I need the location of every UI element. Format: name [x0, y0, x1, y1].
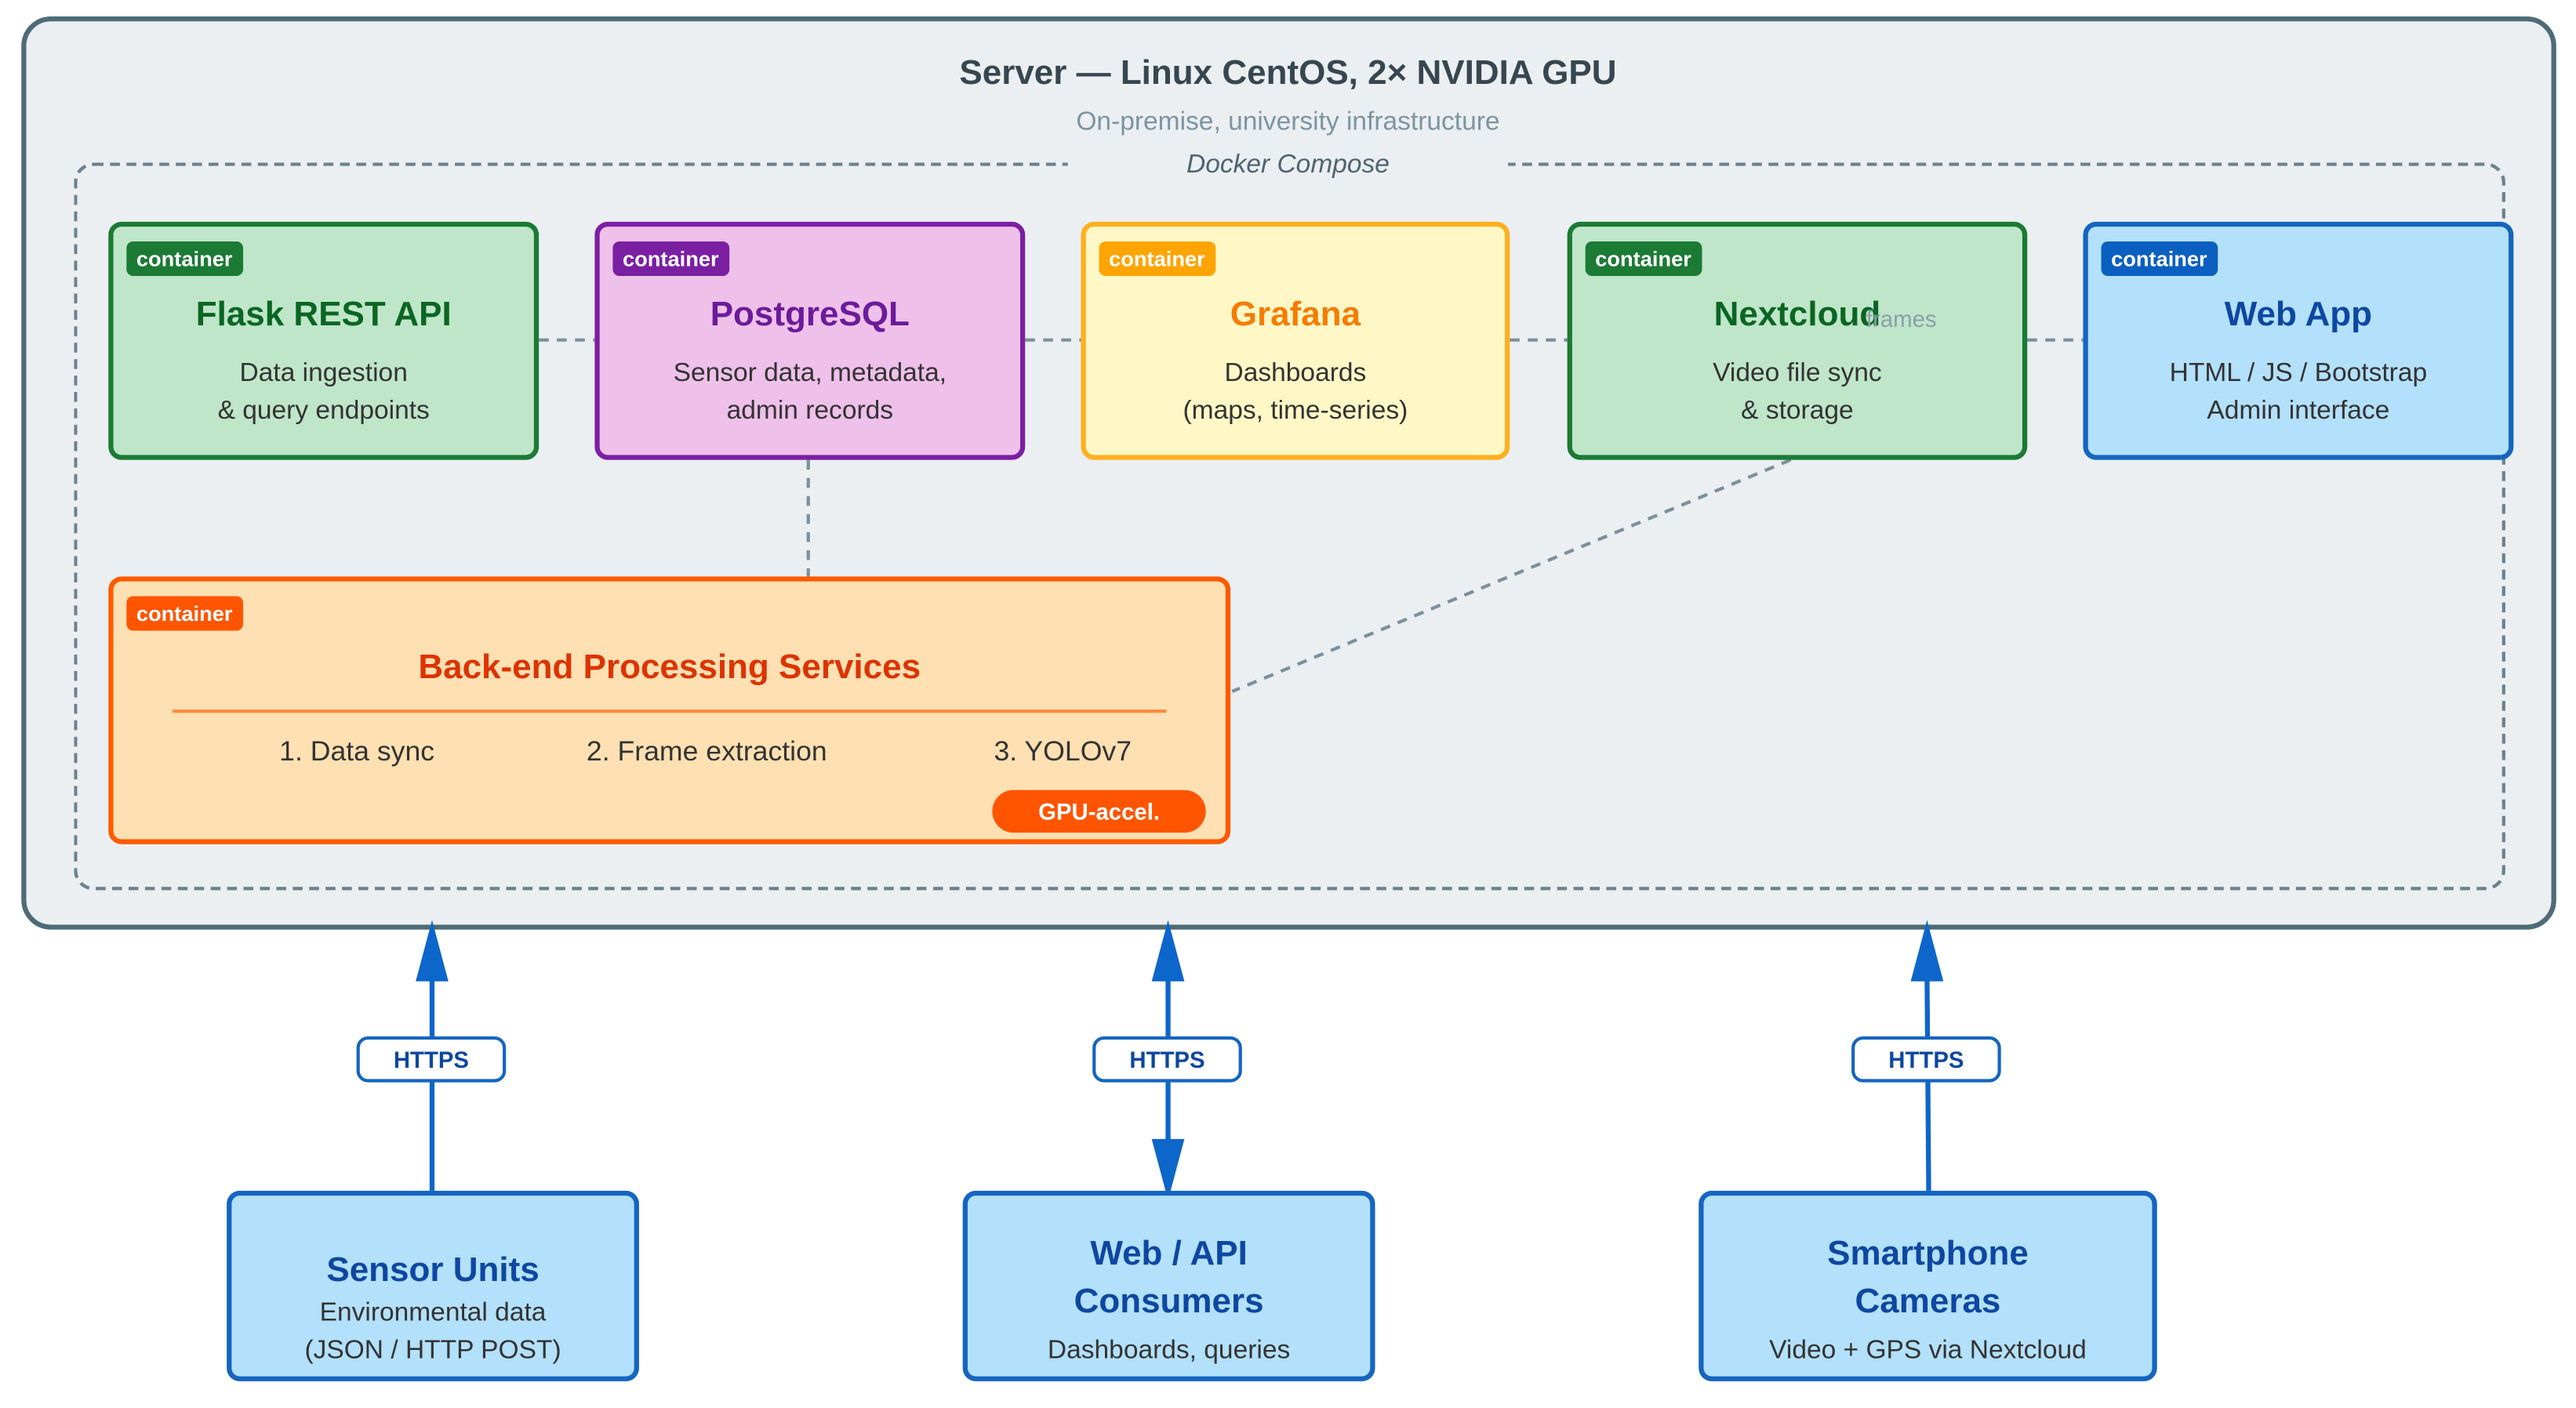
container-title: Web App [2224, 296, 2372, 334]
https-label: HTTPS [356, 1036, 507, 1083]
docker-compose-label: Docker Compose [1067, 151, 1509, 181]
external-web-api-consumers: Web / API Consumers Dashboards, queries [962, 1190, 1375, 1381]
gpu-accel-badge: GPU-accel. [992, 789, 1206, 833]
container-desc: admin records [726, 397, 894, 426]
external-title: Sensor Units [326, 1251, 540, 1290]
container-badge: container [2101, 241, 2218, 276]
edge-nextcloud-backend [1231, 458, 1792, 693]
arrow-cameras-server [1924, 977, 1931, 1191]
server-subtitle: On-premise, university infrastructure [1076, 108, 1500, 136]
divider [172, 709, 1167, 713]
backend-title: Back-end Processing Services [418, 648, 921, 687]
https-label: HTTPS [1851, 1036, 2001, 1083]
container-desc: & query endpoints [217, 397, 430, 426]
external-title: Consumers [1074, 1283, 1264, 1321]
container-title: Grafana [1230, 296, 1361, 334]
external-title: Cameras [1855, 1283, 2001, 1321]
container-badge: container [1585, 241, 1702, 276]
container-title: Flask REST API [195, 296, 452, 334]
external-desc: Video + GPS via Nextcloud [1769, 1337, 2087, 1365]
container-badge: container [612, 241, 729, 276]
container-desc: Dashboards [1224, 359, 1367, 388]
container-postgresql: container PostgreSQL Sensor data, metada… [594, 221, 1026, 460]
container-desc: Admin interface [2207, 397, 2390, 426]
external-sensor-units: Sensor Units Environmental data (JSON / … [227, 1190, 639, 1381]
backend-step: 1. Data sync [279, 735, 435, 768]
external-title: Smartphone [1827, 1235, 2029, 1273]
container-desc: Video file sync [1713, 359, 1882, 388]
container-desc: Sensor data, metadata, [673, 359, 947, 388]
container-title: Nextcloud [1713, 296, 1881, 334]
https-label: HTTPS [1092, 1036, 1242, 1083]
container-desc: (maps, time-series) [1183, 397, 1408, 426]
container-title: PostgreSQL [710, 296, 910, 334]
container-badge: container [1099, 241, 1215, 276]
container-backend-processing: container Back-end Processing Services 1… [108, 576, 1231, 844]
container-badge: container [126, 241, 243, 276]
external-title: Web / API [1090, 1235, 1248, 1273]
container-desc: & storage [1741, 397, 1854, 426]
backend-step: 3. YOLOv7 [994, 735, 1132, 768]
container-flask: container Flask REST API Data ingestion &… [108, 221, 540, 460]
container-grafana: container Grafana Dashboards (maps, time-… [1081, 221, 1510, 460]
external-desc: Dashboards, queries [1047, 1337, 1291, 1365]
edge-label-frames: frames [1866, 305, 1937, 332]
external-desc: (JSON / HTTP POST) [304, 1337, 561, 1365]
server-title: Server — Linux CentOS, 2× NVIDIA GPU [959, 54, 1617, 93]
container-badge: container [126, 596, 243, 631]
external-smartphone-cameras: Smartphone Cameras Video + GPS via Nextc… [1699, 1190, 2157, 1381]
container-desc: HTML / JS / Bootstrap [2169, 359, 2428, 388]
container-nextcloud: container Nextcloud Video file sync & sto… [1567, 221, 2028, 460]
backend-step: 2. Frame extraction [586, 735, 827, 768]
container-desc: Data ingestion [239, 359, 408, 388]
external-desc: Environmental data [319, 1299, 547, 1327]
